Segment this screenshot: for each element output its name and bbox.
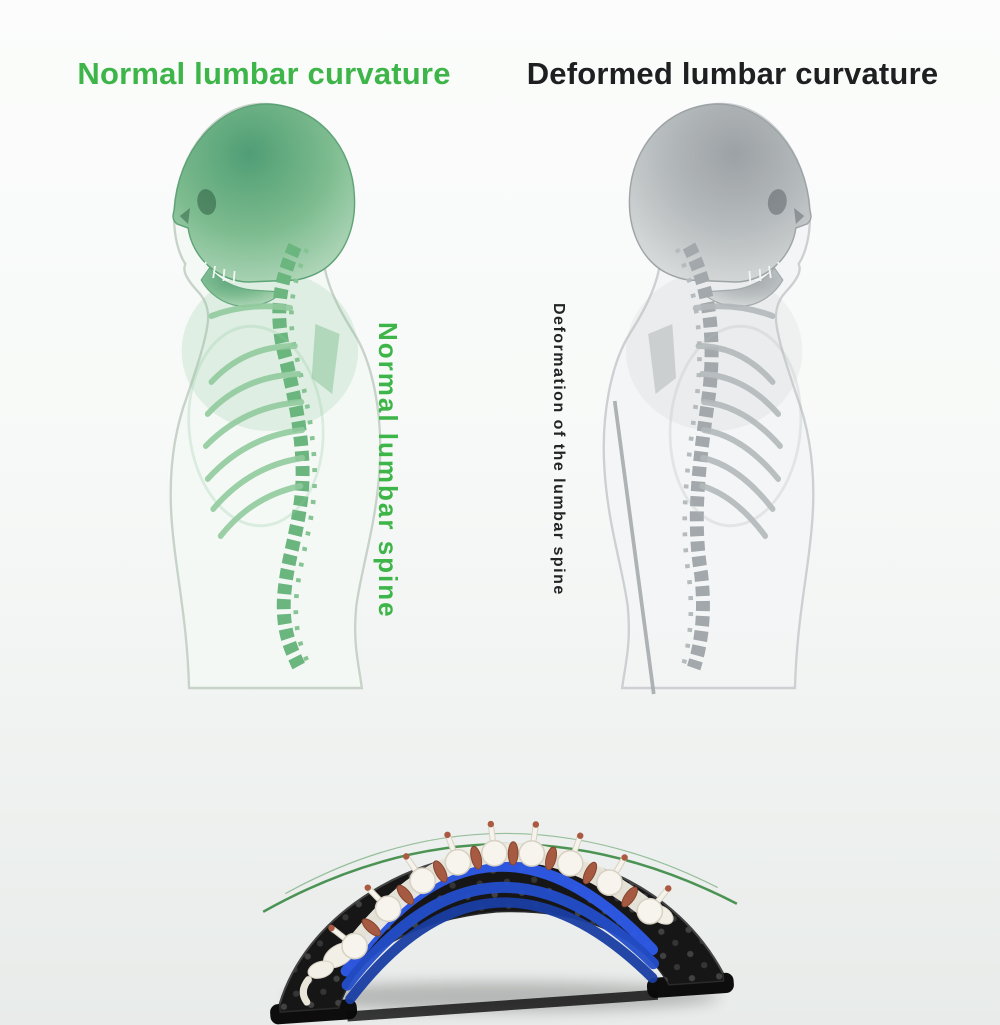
scapula [311,324,340,394]
eye-socket [767,189,787,215]
ground-shadow [285,981,720,1012]
eye-socket [197,189,217,215]
caption-normal-lumbar-spine: Normal lumbar spine [373,322,403,619]
straight-back-indicator-line [612,400,656,695]
teeth [748,261,782,284]
skull [628,103,812,307]
vertebra-bodies [341,839,664,960]
rib-cage [187,303,325,539]
spine-deformed [674,242,719,672]
intervertebral-discs [361,841,638,937]
teeth [202,261,236,284]
base-bar [346,989,659,1022]
scapula [648,324,677,394]
skull [172,103,356,307]
spine-model [299,820,674,1006]
deformed-spine-figure-illustration [602,102,815,695]
rib-cage [668,303,803,539]
nose [794,208,805,224]
device [270,820,734,1025]
heading-deformed-curvature: Deformed lumbar curvature [526,56,939,91]
back-stretcher-product-image [262,820,738,1025]
spine-normal [272,242,318,671]
heading-normal-curvature: Normal lumbar curvature [77,56,451,91]
nose [179,208,190,224]
normal-spine-figure-illustration [169,102,382,690]
caption-deformation-lumbar-spine: Deformation of the lumbar spine [550,303,567,596]
spinous-processes [328,820,672,941]
